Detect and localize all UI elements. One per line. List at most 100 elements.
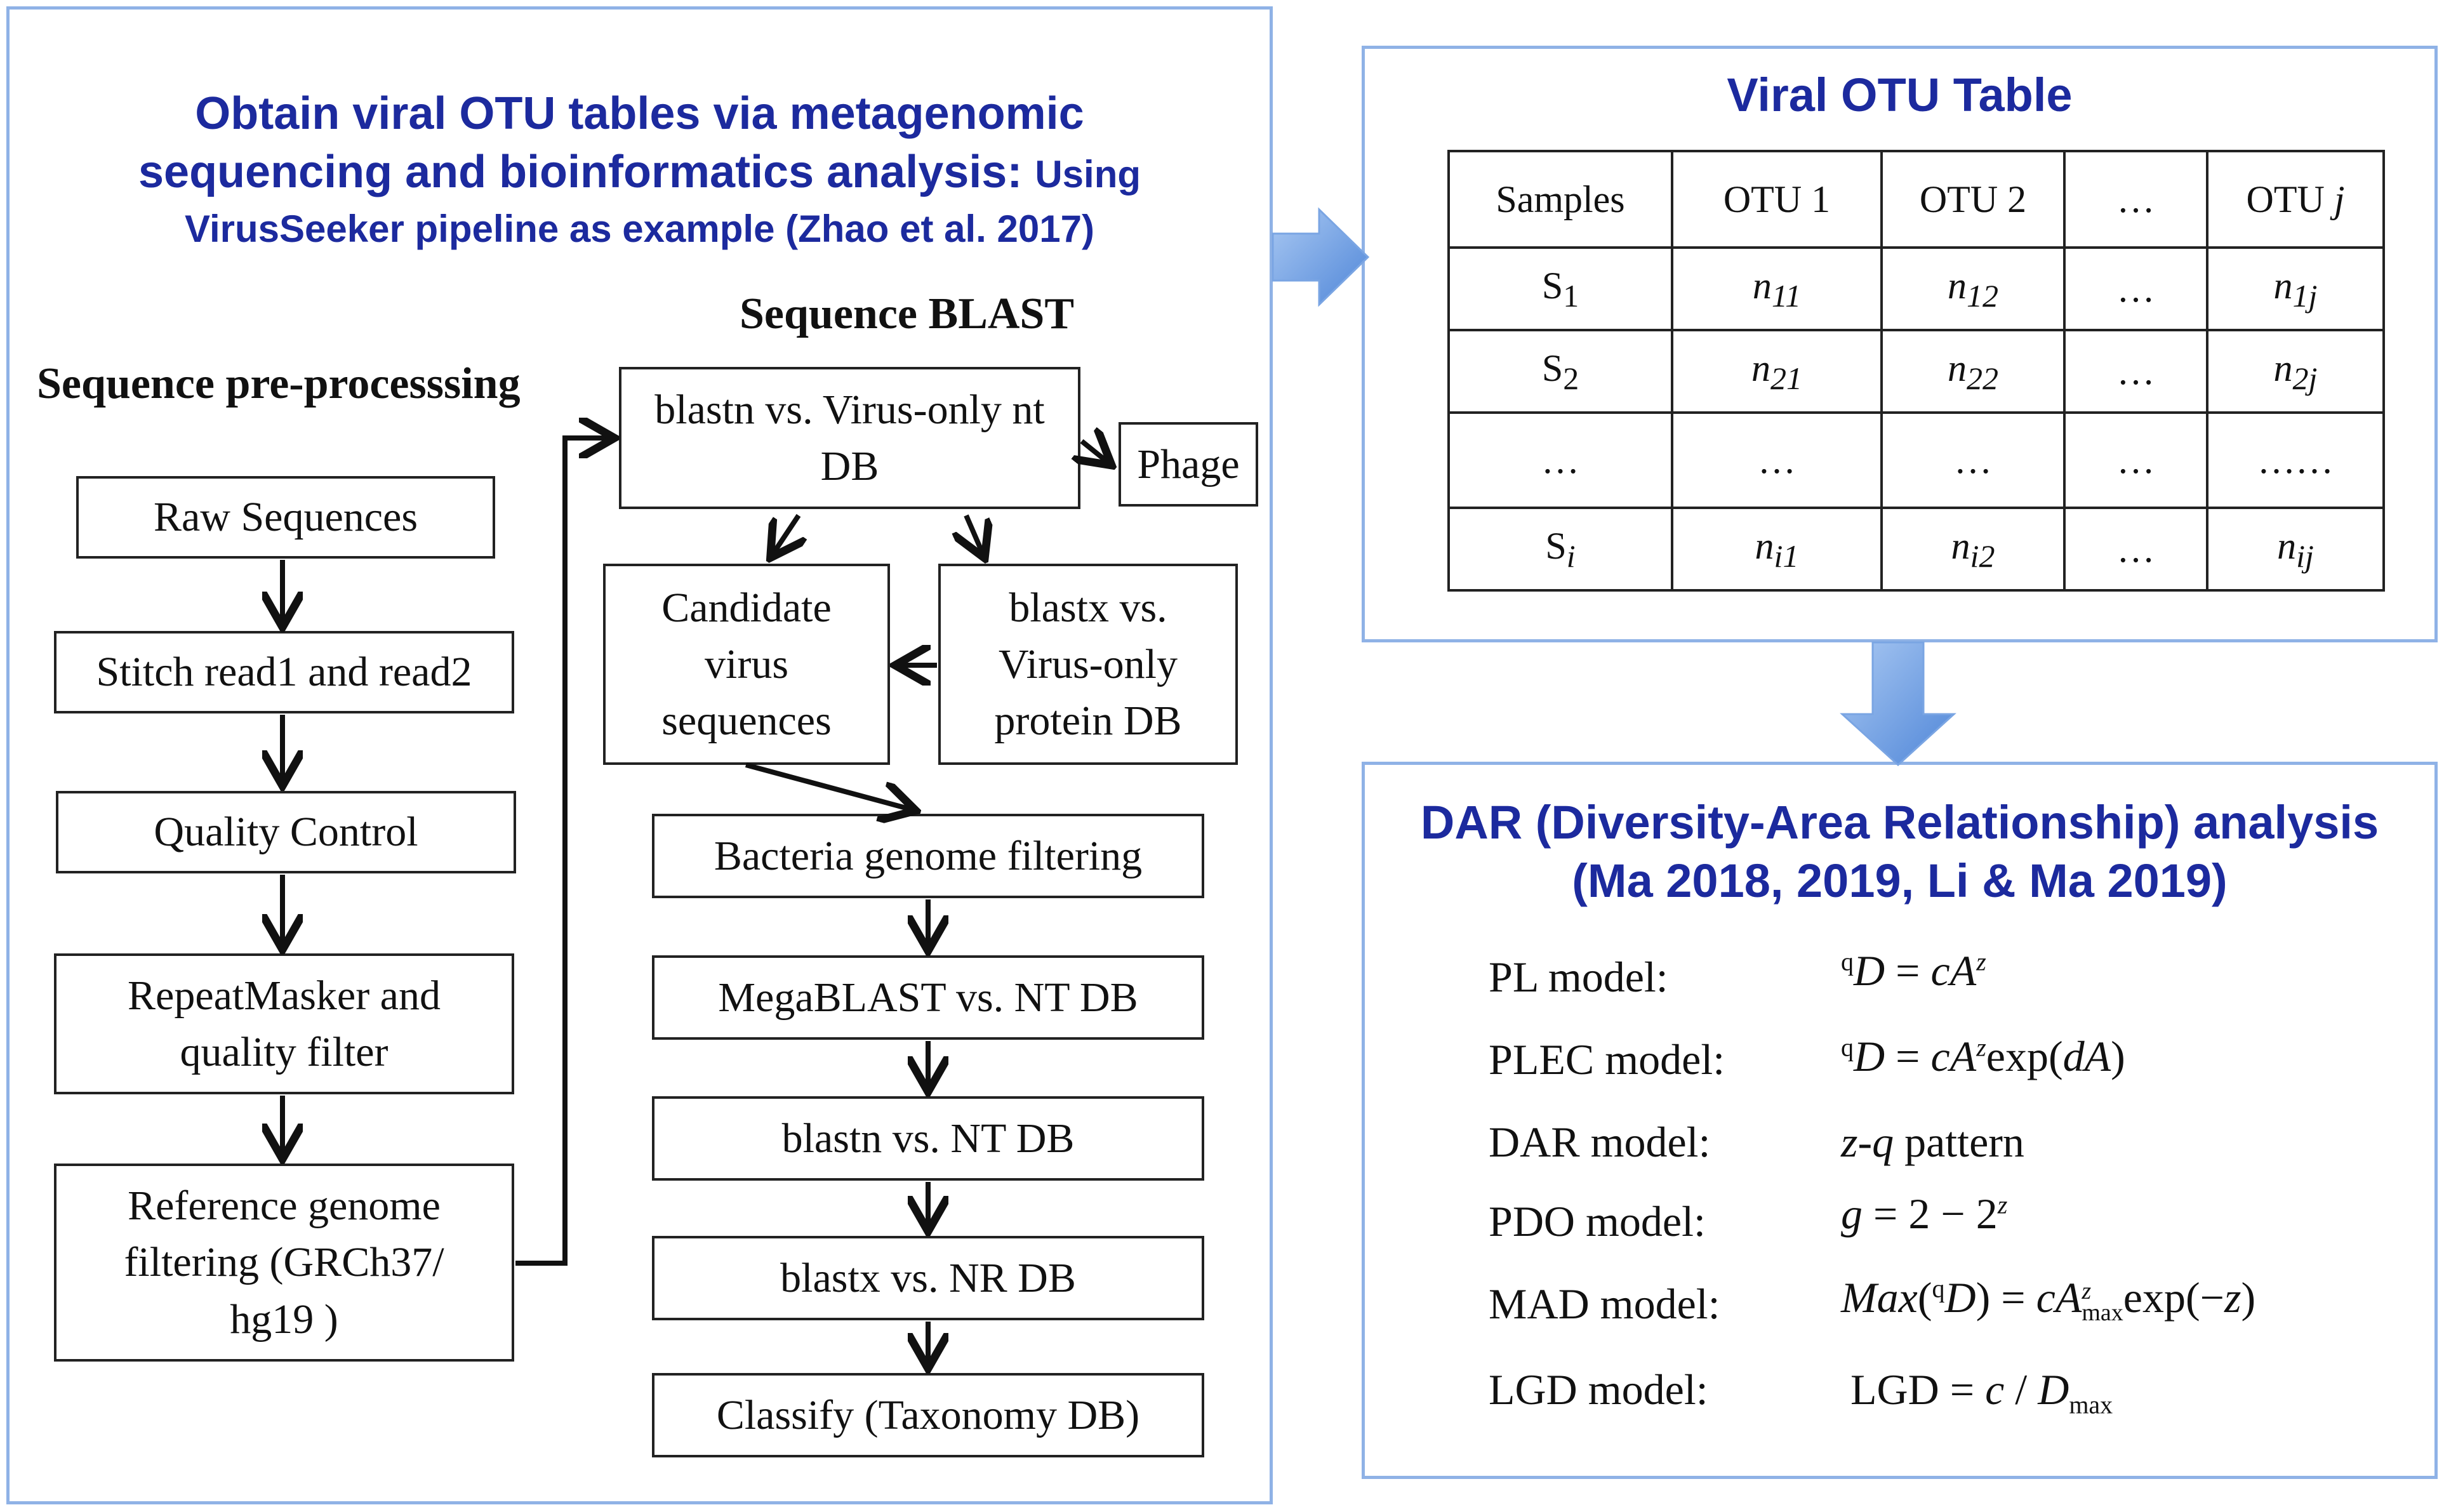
eq-expneg: exp(− [2123, 1273, 2224, 1322]
cell-text: n [1752, 264, 1772, 307]
eq-lgd: LGD = [1850, 1365, 1986, 1414]
eq-z: z [2082, 1278, 2092, 1305]
ellipsis-cell: … [2063, 411, 2208, 509]
otu-header-cell: … [2063, 150, 2208, 249]
pipeline-title-line2-main: sequencing and bioinformatics analysis: [138, 147, 1023, 197]
cell-sub: i2 [1970, 538, 1995, 574]
phage-box: Phage [1119, 422, 1258, 507]
pipeline-title: Obtain viral OTU tables via metagenomic … [10, 84, 1270, 255]
eq-d: D [1854, 946, 1885, 995]
count-cell: ni2 [1880, 507, 2066, 592]
eq-z: z [1976, 1033, 1986, 1062]
dar-model-label: DAR model: [1489, 1118, 1711, 1166]
count-cell: n1j [2206, 246, 2385, 331]
ellipsis-cell: … [1671, 411, 1883, 509]
table-row: Si ni1 ni2 … nij [1447, 507, 2385, 592]
cell-text: S [1541, 264, 1564, 307]
pdo-model-label: PDO model: [1489, 1197, 1706, 1245]
dar-equation: z-q pattern [1841, 1117, 2024, 1167]
blast-heading: Sequence BLAST [740, 289, 1075, 338]
eq-c: c [1930, 946, 1950, 995]
eq-close: ) [2241, 1273, 2256, 1322]
cell-text: S [1545, 524, 1567, 567]
pipeline-title-line1: Obtain viral OTU tables via metagenomic [195, 88, 1084, 139]
reference-filter-box: Reference genome filtering (GRCh37/ hg19… [54, 1164, 514, 1362]
ellipsis-cell: … [2063, 329, 2208, 414]
eq-a: A [1949, 1032, 1977, 1080]
classify-box: Classify (Taxonomy DB) [652, 1373, 1204, 1457]
arrow-candidate-to-bacteria [745, 762, 911, 809]
eq-zq: z-q [1841, 1118, 1894, 1166]
lgd-model-label: LGD model: [1489, 1365, 1708, 1414]
eq-g: g [1841, 1190, 1863, 1238]
count-cell: nij [2206, 507, 2385, 592]
cell-sub: i [1566, 538, 1576, 574]
eq-a: A [2084, 1032, 2111, 1080]
eq-equals: = [1885, 946, 1931, 995]
cell-sub: 21 [1770, 360, 1802, 396]
eq-z: z [1976, 947, 1986, 976]
otu-header-cell: OTU 1 [1671, 150, 1883, 249]
arrow-blastn-to-candidate [773, 514, 799, 554]
eq-equals: = [1885, 1032, 1931, 1080]
pipeline-title-line3: VirusSeeker pipeline as example (Zhao et… [185, 208, 1094, 250]
plec-equation: qD = cAzexp(dA) [1841, 1031, 2125, 1082]
otu-header-cell: OTU j [2206, 150, 2385, 249]
otu-header-cell: OTU 2 [1880, 150, 2066, 249]
eq-exp: exp( [1986, 1032, 2063, 1080]
cell-text: n [2277, 524, 2297, 567]
plec-model-label: PLEC model: [1489, 1035, 1725, 1084]
eq-a: A [2055, 1273, 2082, 1322]
eq-two: = 2 − 2 [1863, 1190, 1998, 1238]
count-cell: n11 [1671, 246, 1883, 331]
ellipsis-cell: … [1447, 411, 1673, 509]
blastn-virus-box: blastn vs. Virus-only nt DB [619, 367, 1080, 509]
eq-max-sub: max [2069, 1390, 2113, 1419]
cell-sub: ij [2296, 538, 2314, 574]
repeatmasker-box: RepeatMasker and quality filter [54, 953, 514, 1094]
blastn-nt-box: blastn vs. NT DB [652, 1096, 1204, 1181]
eq-d: D [1944, 1273, 1976, 1322]
pl-equation: qD = cAz [1841, 946, 1986, 996]
eq-c: c [2036, 1273, 2055, 1322]
lgd-equation: LGD = c / Dmax [1850, 1365, 2113, 1420]
cell-text: n [1751, 347, 1770, 389]
pdo-equation: g = 2 − 2z [1841, 1189, 2007, 1239]
bacteria-filter-box: Bacteria genome filtering [652, 814, 1204, 898]
cell-sub: i1 [1774, 538, 1799, 574]
mad-model-label: MAD model: [1489, 1280, 1720, 1328]
count-cell: n22 [1880, 329, 2066, 414]
cell-sub: 2 [1563, 360, 1579, 396]
eq-d: D [2038, 1365, 2069, 1414]
eq-q: q [1932, 1274, 1945, 1303]
table-row: S2 n21 n22 … n2j [1447, 329, 2385, 414]
count-cell: ni1 [1671, 507, 1883, 592]
dar-panel: DAR (Diversity-Area Relationship) analys… [1362, 762, 2438, 1479]
cell-text: n [1948, 347, 1967, 389]
eq-c: c [1930, 1032, 1950, 1080]
candidate-virus-box: Candidate virus sequences [603, 564, 890, 765]
eq-pattern: pattern [1894, 1118, 2024, 1166]
arrow-blastn-to-phage [1082, 441, 1108, 462]
eq-d-small: d [2062, 1032, 2085, 1080]
eq-close: ) [1976, 1273, 1991, 1322]
otu-header-prefix: OTU [2246, 178, 2325, 220]
eq-c: c [1985, 1365, 2005, 1414]
flow-arrows [282, 438, 1108, 1363]
pipeline-title-line2-small: Using [1035, 153, 1141, 196]
dar-title-line2: (Ma 2018, 2019, Li & Ma 2019) [1572, 854, 2228, 907]
eq-max-sub: max [2082, 1299, 2123, 1327]
eq-z: z [1997, 1190, 2008, 1219]
dar-title-line1: DAR (Diversity-Area Relationship) analys… [1420, 796, 2379, 849]
blastx-virus-box: blastx vs. Virus-only protein DB [938, 564, 1238, 765]
otu-table-title: Viral OTU Table [1727, 69, 2073, 121]
preprocessing-heading: Sequence pre-processsing [37, 359, 521, 408]
blastx-nr-box: blastx vs. NR DB [652, 1236, 1204, 1320]
pipeline-title-line2: sequencing and bioinformatics analysis: … [10, 143, 1270, 204]
cell-sub: 12 [1967, 277, 1998, 314]
ellipsis-cell: … [2063, 246, 2208, 331]
cell-sub: 2j [2292, 360, 2318, 396]
cell-text: S [1541, 347, 1564, 389]
megablast-box: MegaBLAST vs. NT DB [652, 955, 1204, 1040]
